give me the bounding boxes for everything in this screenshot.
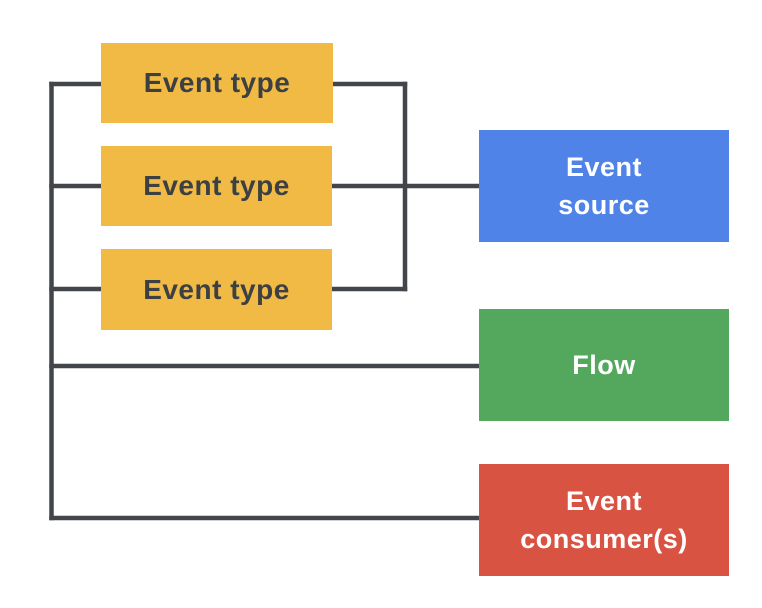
node-flow-label: Flow: [572, 350, 636, 380]
node-event-type-2: Event type: [101, 146, 332, 226]
node-event-type-3-label: Event type: [143, 273, 290, 305]
node-event-consumers-label: Event consumer(s): [520, 486, 688, 554]
node-event-type-1: Event type: [101, 43, 333, 123]
node-event-type-2-label: Event type: [143, 170, 290, 201]
node-event-type-3: Event type: [101, 249, 332, 330]
node-event-type-1-label: Event type: [143, 67, 291, 98]
node-flow: Flow: [479, 309, 729, 421]
node-event-consumers: Event consumer(s): [479, 464, 729, 576]
node-event-source: Event source: [479, 130, 729, 242]
node-event-source-label: Event source: [558, 152, 650, 220]
